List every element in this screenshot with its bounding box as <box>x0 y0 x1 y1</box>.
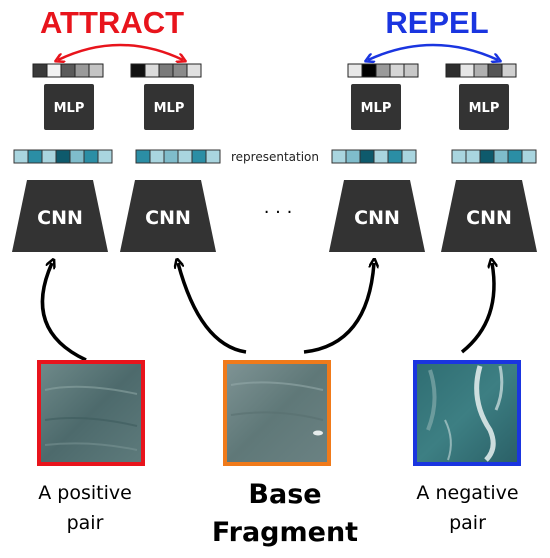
attract-arrow <box>58 43 183 60</box>
positive-caption-line2: pair <box>66 512 104 534</box>
cnn-label: CNN <box>37 207 83 229</box>
attract-title: ATTRACT <box>40 5 184 40</box>
cnn-label: CNN <box>354 207 400 229</box>
mlp-label: MLP <box>361 101 392 116</box>
arrow-base-to-cnn-right <box>303 263 374 354</box>
output-vector-negative <box>445 63 517 78</box>
mlp-block-base-right: MLP <box>351 84 401 130</box>
arrow-positive-to-cnn <box>40 263 87 362</box>
mlp-block-base-left: MLP <box>144 84 194 130</box>
cnn-block-positive: CNN <box>12 180 108 252</box>
negative-caption-line2: pair <box>449 512 486 534</box>
ellipsis: · · · <box>264 202 293 223</box>
positive-pair-patch <box>37 360 145 466</box>
representation-vector-positive <box>13 149 113 164</box>
representation-vector-base-left <box>135 149 221 164</box>
arrow-negative-to-cnn <box>460 263 494 354</box>
mlp-label: MLP <box>54 101 85 116</box>
arrow-base-to-cnn-left <box>178 263 247 354</box>
mlp-label: MLP <box>469 101 500 116</box>
representation-label: representation <box>231 150 319 164</box>
representation-vector-negative <box>451 149 537 164</box>
repel-title: REPEL <box>385 5 488 40</box>
negative-pair-patch <box>413 360 521 466</box>
base-caption-line1: Base <box>248 479 322 510</box>
cnn-block-base-left: CNN <box>120 180 216 252</box>
base-caption-line2: Fragment <box>211 517 359 548</box>
output-vector-positive <box>32 63 104 78</box>
repel-arrow <box>368 43 498 60</box>
positive-pair-caption: A positive pair <box>20 478 150 538</box>
cnn-label: CNN <box>466 207 512 229</box>
mlp-block-negative: MLP <box>459 84 509 130</box>
cnn-label: CNN <box>145 207 191 229</box>
base-fragment-caption: Base Fragment <box>205 476 365 552</box>
base-fragment-patch <box>223 360 331 466</box>
cnn-block-negative: CNN <box>441 180 537 252</box>
positive-caption-line1: A positive <box>38 482 132 504</box>
negative-caption-line1: A negative <box>416 482 519 504</box>
cnn-block-base-right: CNN <box>329 180 425 252</box>
output-vector-base-right <box>347 63 419 78</box>
output-vector-base-left <box>130 63 202 78</box>
negative-pair-caption: A negative pair <box>395 478 540 538</box>
representation-vector-base-right <box>331 149 417 164</box>
mlp-block-positive: MLP <box>44 84 94 130</box>
mlp-label: MLP <box>154 101 185 116</box>
